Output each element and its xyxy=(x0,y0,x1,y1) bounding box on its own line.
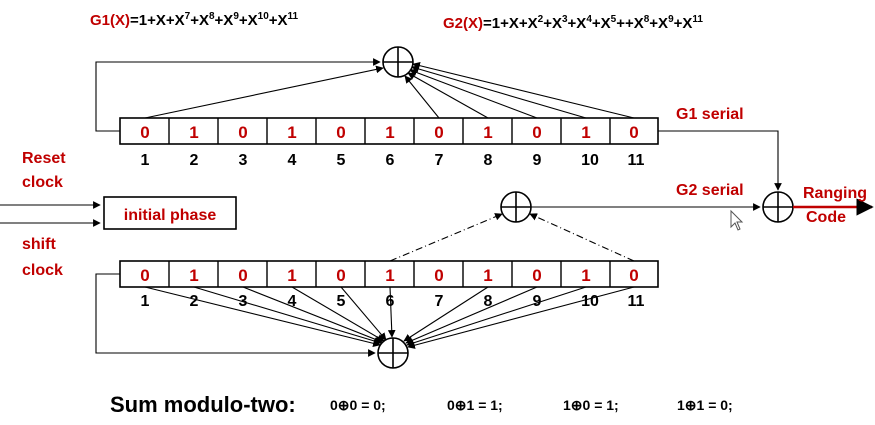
g1-index: 3 xyxy=(239,152,248,169)
g2-bit: 0 xyxy=(336,266,345,285)
output-xor-icon xyxy=(762,191,794,223)
g1-feedback-xor-icon xyxy=(382,46,414,78)
sum-rule: 1⊕1 = 0; xyxy=(677,397,733,413)
g2-bit: 1 xyxy=(189,266,198,285)
g1-bit: 0 xyxy=(629,123,638,142)
g1-bit: 1 xyxy=(581,123,590,142)
sum-rule: 0⊕0 = 0; xyxy=(330,397,386,413)
g2-tap-lines xyxy=(389,213,635,262)
g2-serial-label: G2 serial xyxy=(676,182,744,199)
g2-index: 1 xyxy=(141,293,150,310)
g1-bit: 1 xyxy=(385,123,394,142)
initial-phase-label: initial phase xyxy=(124,207,217,224)
g1-index: 7 xyxy=(435,152,444,169)
g1-index: 9 xyxy=(533,152,542,169)
g2-bit: 0 xyxy=(434,266,443,285)
mouse-cursor-icon xyxy=(730,209,744,231)
g1-bit: 1 xyxy=(483,123,492,142)
g2-tap-xor-icon xyxy=(500,191,532,223)
g2-feedback-lines xyxy=(95,273,635,357)
sum-rule: 0⊕1 = 1; xyxy=(447,397,503,413)
g1-bit: 1 xyxy=(287,123,296,142)
g2-index: 11 xyxy=(628,293,645,310)
sum-modulo-two-title: Sum modulo-two: xyxy=(110,392,296,417)
g2-index: 2 xyxy=(190,293,199,310)
g1-feedback-lines xyxy=(95,58,635,132)
g1-bit: 1 xyxy=(189,123,198,142)
g2-bit: 1 xyxy=(483,266,492,285)
g2-index: 4 xyxy=(288,293,297,310)
g1-index: 10 xyxy=(581,152,599,169)
g2-polynomial: G2(X)=1+X+X2+X3+X4+X5++X8+X9+X11 xyxy=(443,14,703,32)
g1-index: 11 xyxy=(628,152,645,169)
g2-bit: 1 xyxy=(385,266,394,285)
g2-index: 7 xyxy=(435,293,444,310)
g2-index: 5 xyxy=(337,293,346,310)
g1-polynomial: G1(X)=1+X+X7+X8+X9+X10+X11 xyxy=(90,11,299,29)
g1-bit: 0 xyxy=(238,123,247,142)
g1-index: 6 xyxy=(386,152,395,169)
g2-register: 0 1 0 1 0 1 0 1 0 1 0 1 2 3 4 5 6 7 8 9 … xyxy=(119,260,659,310)
reset-clock-label: clock xyxy=(22,174,63,191)
initial-phase-box xyxy=(103,196,237,230)
g2-bit: 0 xyxy=(532,266,541,285)
serial-output-lines xyxy=(531,130,782,211)
g2-bit: 0 xyxy=(140,266,149,285)
code-label: Code xyxy=(806,209,846,226)
g1-serial-label: G1 serial xyxy=(676,106,744,123)
g1-register: 0 1 0 1 0 1 0 1 0 1 0 1 2 3 4 5 6 7 8 9 … xyxy=(119,117,659,169)
g1-index: 4 xyxy=(288,152,297,169)
g1-index: 5 xyxy=(337,152,346,169)
shift-label: shift xyxy=(22,236,56,253)
g1-bit: 0 xyxy=(434,123,443,142)
g2-bit: 1 xyxy=(581,266,590,285)
g2-feedback-xor-icon xyxy=(377,337,409,369)
g1-bit: 0 xyxy=(336,123,345,142)
g2-bit: 0 xyxy=(238,266,247,285)
g2-index: 10 xyxy=(581,293,599,310)
g1-index: 2 xyxy=(190,152,199,169)
reset-label: Reset xyxy=(22,150,66,167)
g2-index: 9 xyxy=(533,293,542,310)
shift-clock-label: clock xyxy=(22,262,63,279)
g2-bit: 1 xyxy=(287,266,296,285)
ranging-label: Ranging xyxy=(803,185,867,202)
g1-index: 8 xyxy=(484,152,493,169)
g1-index: 1 xyxy=(141,152,150,169)
sum-rule: 1⊕0 = 1; xyxy=(563,397,619,413)
g1-bit: 0 xyxy=(532,123,541,142)
g1-bit: 0 xyxy=(140,123,149,142)
clock-input-lines xyxy=(0,201,101,227)
g2-index: 8 xyxy=(484,293,493,310)
g2-bit: 0 xyxy=(629,266,638,285)
